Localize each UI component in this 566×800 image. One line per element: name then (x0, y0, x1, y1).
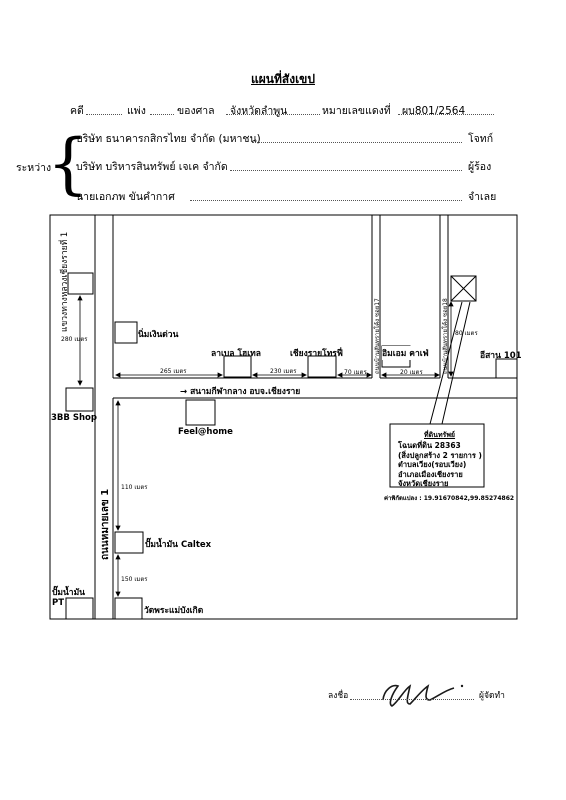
property-line: อำเภอเมืองเชียงราย (398, 469, 463, 479)
case-prefix: คดี (70, 105, 84, 117)
phone-label: เชียงรายโทรฟี่ (290, 349, 343, 359)
bbb-label: 3BB Shop (51, 413, 97, 423)
property-line: ตำบลเวียง(รอบเวียง) (398, 460, 467, 469)
soi17-label: ถนนบ้านสันทรายโค้ง ซอย17 (374, 298, 381, 374)
party-defendant: นายเอกภพ ขันคำกาศ (76, 191, 175, 203)
property-line: โฉนดที่ดิน 28363 (398, 441, 461, 450)
pt-label-1: ปั๊มน้ำมัน (52, 588, 85, 598)
cafe-label: อิมเอม คาเฟ่ (382, 346, 429, 360)
isan-label: อีสาน 101 (480, 351, 522, 361)
isan-building (495, 358, 518, 379)
property-details: โฉนดที่ดิน 28363 (สิ่งปลูกสร้าง 2 รายการ… (398, 441, 482, 489)
phone-building (307, 355, 337, 378)
feel-building (185, 399, 216, 426)
left-alley-label: แขวงทางหลวงเชียงรายที่ 1 (60, 231, 70, 332)
park-label: → สนามกีฬากลาง อบจ.เชียงราย (180, 387, 301, 397)
pointer-line-2 (441, 301, 471, 425)
maker-label: ผู้จัดทำ (479, 691, 505, 701)
signature-dot (460, 684, 464, 688)
property-line: จังหวัดเชียงราย (398, 479, 449, 488)
role-defendant: จำเลย (468, 191, 497, 203)
role-plaintiff: โจทก์ (468, 133, 494, 145)
page-title: แผนที่สังเขป (251, 72, 315, 86)
signature-scribble (382, 684, 455, 707)
brace-icon: { (47, 125, 89, 202)
feel-label: Feel@home (178, 427, 233, 437)
distance-280: 280 เมตร (61, 336, 88, 343)
caltex-building (114, 531, 144, 554)
property-line: (สิ่งปลูกสร้าง 2 รายการ ) (398, 450, 482, 460)
distance-110: 110 เมตร (121, 484, 148, 491)
noodle-building (114, 321, 138, 344)
pointer-line-1 (429, 301, 463, 425)
distance-265: 265 เมตร (160, 368, 187, 375)
party-plaintiff: บริษัท ธนาคารกสิกรไทย จำกัด (มหาชน) (76, 133, 261, 145)
party-claimant: บริษัท บริหารสินทรัพย์ เจเค จำกัด (76, 161, 228, 173)
case-type: แพ่ง (127, 105, 146, 117)
distance-80: 80 เมตร (455, 330, 478, 337)
soi18-label: ถนนบ้านสันทรายโค้ง ซอย18 (442, 298, 449, 374)
main-road-label: ถนนหมายเลข 1 (100, 488, 111, 560)
sign-label: ลงชื่อ (328, 691, 349, 701)
temple-label: วัดพระแม่บังเกิด (144, 606, 204, 616)
pt-label-2: PT (52, 598, 65, 608)
hotel-label: ลาเบล โฮเทล (211, 349, 261, 359)
role-claimant: ผู้ร้อง (468, 161, 492, 173)
between-label: ระหว่าง (16, 162, 52, 174)
property-title: ที่ดินทรัพย์ (424, 431, 456, 439)
black-no-label: หมายเลขแดงที่ (322, 105, 391, 117)
pt-building (65, 597, 94, 620)
alley-building (67, 272, 94, 295)
hotel-building (223, 355, 252, 378)
noodle-label: นิ่มเงินด่วน (138, 330, 179, 340)
court-label: ของศาล (177, 105, 215, 117)
property-marker (450, 275, 477, 302)
distance-230: 230 เมตร (270, 368, 297, 375)
caltex-label: ปั๊มน้ำมัน Caltex (145, 540, 212, 550)
map-frame (49, 214, 518, 620)
distance-150: 150 เมตร (121, 576, 148, 583)
property-coords: ค่าพิกัดแปลง : 19.91670842,99.85274862 (384, 495, 515, 502)
temple-building (114, 597, 143, 620)
distance-20: 20 เมตร (400, 369, 423, 376)
property-info-box (389, 423, 485, 488)
bbb-building (65, 387, 94, 412)
distance-70: 70 เมตร (344, 369, 367, 376)
